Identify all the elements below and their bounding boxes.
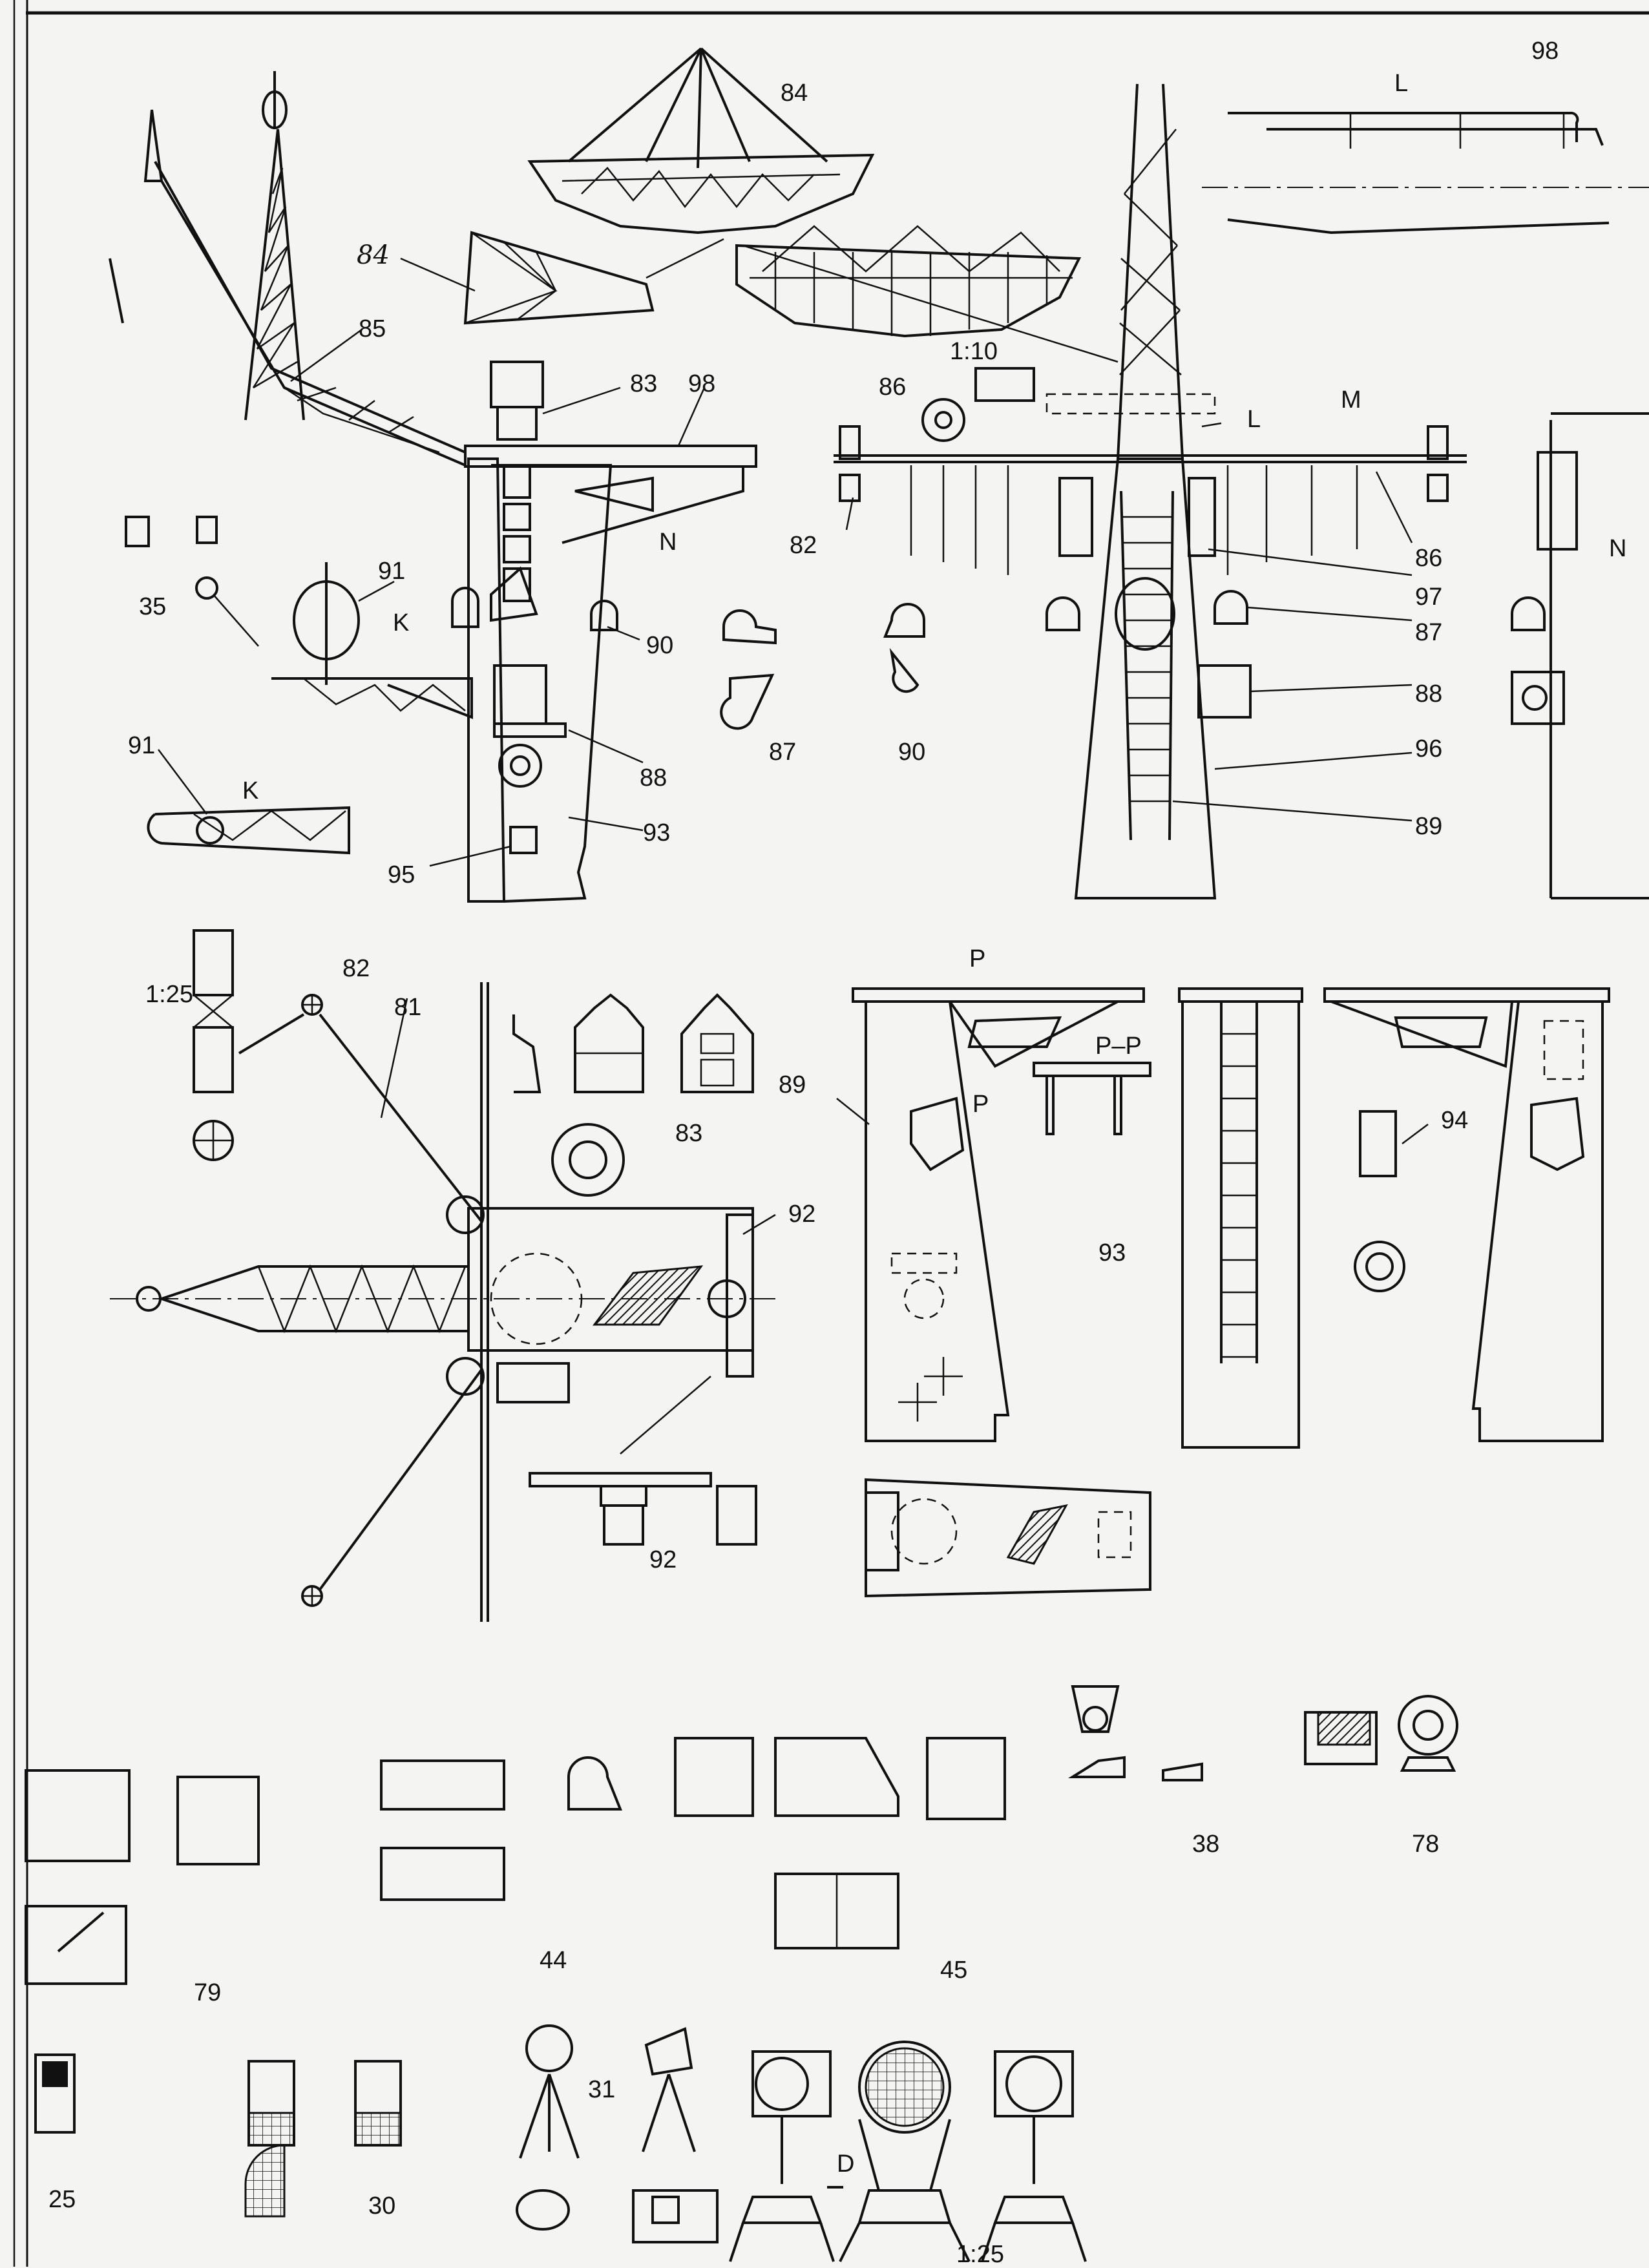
mast-side-view xyxy=(109,71,757,903)
label-85: 85 xyxy=(359,315,386,342)
label-93-b: 93 xyxy=(1098,1239,1126,1266)
label-30: 30 xyxy=(368,2192,396,2220)
label-89-b: 89 xyxy=(779,1071,806,1098)
equipment-38 xyxy=(1068,1685,1203,1781)
equipment-92-detail xyxy=(529,1376,757,1546)
label-L-arrow: L xyxy=(1247,406,1261,433)
label-91-b: 91 xyxy=(128,732,156,759)
equipment-83-views xyxy=(512,993,754,1093)
equipment-44 xyxy=(380,1756,622,1901)
label-82-b: 82 xyxy=(342,955,370,982)
label-97: 97 xyxy=(1415,583,1443,611)
radar-antenna-84-views xyxy=(527,47,1119,363)
light-fittings-35 xyxy=(125,516,218,600)
equipment-45 xyxy=(674,1737,1006,1949)
label-92-b: 92 xyxy=(649,1546,677,1573)
label-98-corner: 98 xyxy=(1531,37,1559,65)
label-31: 31 xyxy=(588,2076,616,2103)
label-93-a: 93 xyxy=(643,819,671,846)
searchlights-31 xyxy=(516,2024,719,2243)
label-94: 94 xyxy=(1441,1107,1469,1134)
fittings-30 xyxy=(244,2060,402,2218)
mast-partial-right-view xyxy=(1511,412,1649,899)
label-88-b: 88 xyxy=(1415,680,1443,708)
searchlight-D-views xyxy=(729,2041,1087,2262)
label-88-a: 88 xyxy=(640,764,667,792)
panel-25 xyxy=(34,2053,76,2134)
label-44: 44 xyxy=(540,1947,567,1974)
label-92-a: 92 xyxy=(788,1201,816,1228)
label-84-top: 84 xyxy=(781,79,808,107)
label-K-b: K xyxy=(242,777,259,804)
label-D: D xyxy=(837,2150,855,2178)
label-N-mast: N xyxy=(659,529,677,556)
label-89-a: 89 xyxy=(1415,813,1443,840)
label-scale-1-10: 1:10 xyxy=(950,338,998,365)
label-78: 78 xyxy=(1412,1831,1440,1858)
label-87-b: 87 xyxy=(1415,619,1443,646)
label-38: 38 xyxy=(1192,1831,1220,1858)
details-87-90 xyxy=(720,603,925,730)
label-83-b: 83 xyxy=(675,1120,703,1147)
label-P-a: P xyxy=(969,945,986,972)
label-35: 35 xyxy=(139,593,167,620)
label-P-b: P xyxy=(972,1091,989,1118)
railing-98-detail xyxy=(1202,111,1649,235)
label-P-P: P–P xyxy=(1095,1033,1142,1060)
equipment-79 xyxy=(25,1769,260,1985)
label-79: 79 xyxy=(194,1979,222,2006)
label-90-b: 90 xyxy=(898,739,926,766)
label-M-arrow: M xyxy=(1341,386,1361,414)
label-84-handwritten: 84 xyxy=(357,240,390,270)
label-95: 95 xyxy=(388,861,415,888)
page-border xyxy=(13,0,1649,2267)
equipment-78 xyxy=(1304,1695,1458,1772)
leader-lines xyxy=(158,257,1429,1235)
label-81: 81 xyxy=(394,994,422,1021)
label-scale-1-25-b: 1:25 xyxy=(956,2241,1004,2268)
label-scale-1-25-a: 1:25 xyxy=(145,981,193,1008)
label-96: 96 xyxy=(1415,735,1443,762)
label-98-mast: 98 xyxy=(688,370,716,397)
label-K-a: K xyxy=(393,609,410,636)
label-87-a: 87 xyxy=(769,739,797,766)
label-90-a: 90 xyxy=(646,632,674,659)
mast-body-views-93 xyxy=(852,987,1610,1598)
label-L-top: L xyxy=(1394,70,1409,97)
label-N-side: N xyxy=(1609,535,1627,562)
mast-plan-view xyxy=(110,929,775,1622)
mast-front-view xyxy=(834,83,1467,899)
label-83-top: 83 xyxy=(630,370,658,397)
label-25: 25 xyxy=(48,2186,76,2213)
label-82-a: 82 xyxy=(790,532,817,559)
label-86-b: 86 xyxy=(1415,545,1443,572)
label-91-a: 91 xyxy=(378,558,406,585)
label-86-a: 86 xyxy=(879,373,907,401)
bracket-K-detail xyxy=(147,806,350,855)
label-45: 45 xyxy=(940,1957,968,1984)
